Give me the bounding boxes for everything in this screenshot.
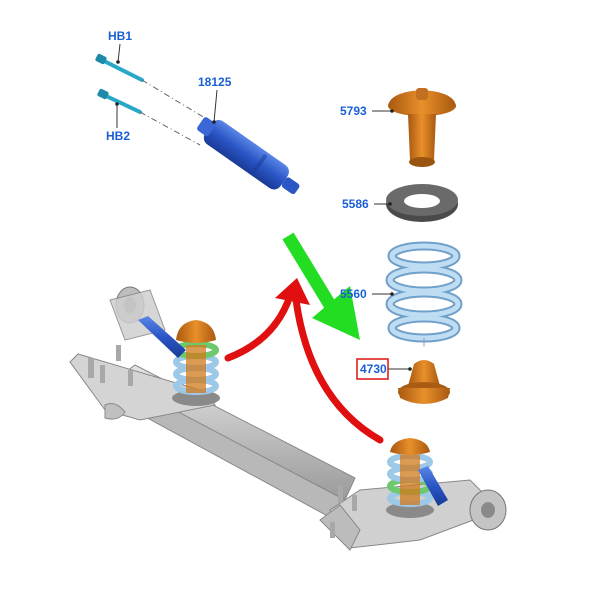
- bolt-alignment-line: [139, 111, 201, 146]
- right-wheel-hub: [469, 489, 507, 531]
- right-installed-assembly: [386, 438, 448, 518]
- bolt-hb2: [97, 88, 142, 114]
- leader-lines: [116, 43, 410, 370]
- twist-beam-axle: [69, 286, 507, 551]
- upper-bump-stop: [388, 88, 456, 167]
- highlight-box: [356, 358, 389, 380]
- label-lower-bump-stop-4730: 4730: [360, 362, 387, 376]
- arrow-down-right-icon: [282, 232, 360, 340]
- coil-spring: [385, 241, 463, 349]
- spring-seat: [386, 184, 458, 222]
- label-hb2: HB2: [106, 129, 130, 143]
- shock-absorber: [197, 117, 300, 195]
- lower-bump-stop: [398, 360, 450, 404]
- bolt-hb1: [95, 53, 144, 82]
- curved-arrow-icon: [224, 278, 384, 444]
- label-hb1: HB1: [108, 29, 132, 43]
- label-coil-spring-5560: 5560: [340, 287, 367, 301]
- label-shock-18125: 18125: [198, 75, 232, 89]
- bolt-alignment-line: [141, 79, 206, 119]
- label-spring-seat-5586: 5586: [342, 197, 369, 211]
- left-installed-assembly: [138, 316, 220, 406]
- label-upper-bump-stop-5793: 5793: [340, 104, 367, 118]
- leader-dots: [115, 60, 412, 371]
